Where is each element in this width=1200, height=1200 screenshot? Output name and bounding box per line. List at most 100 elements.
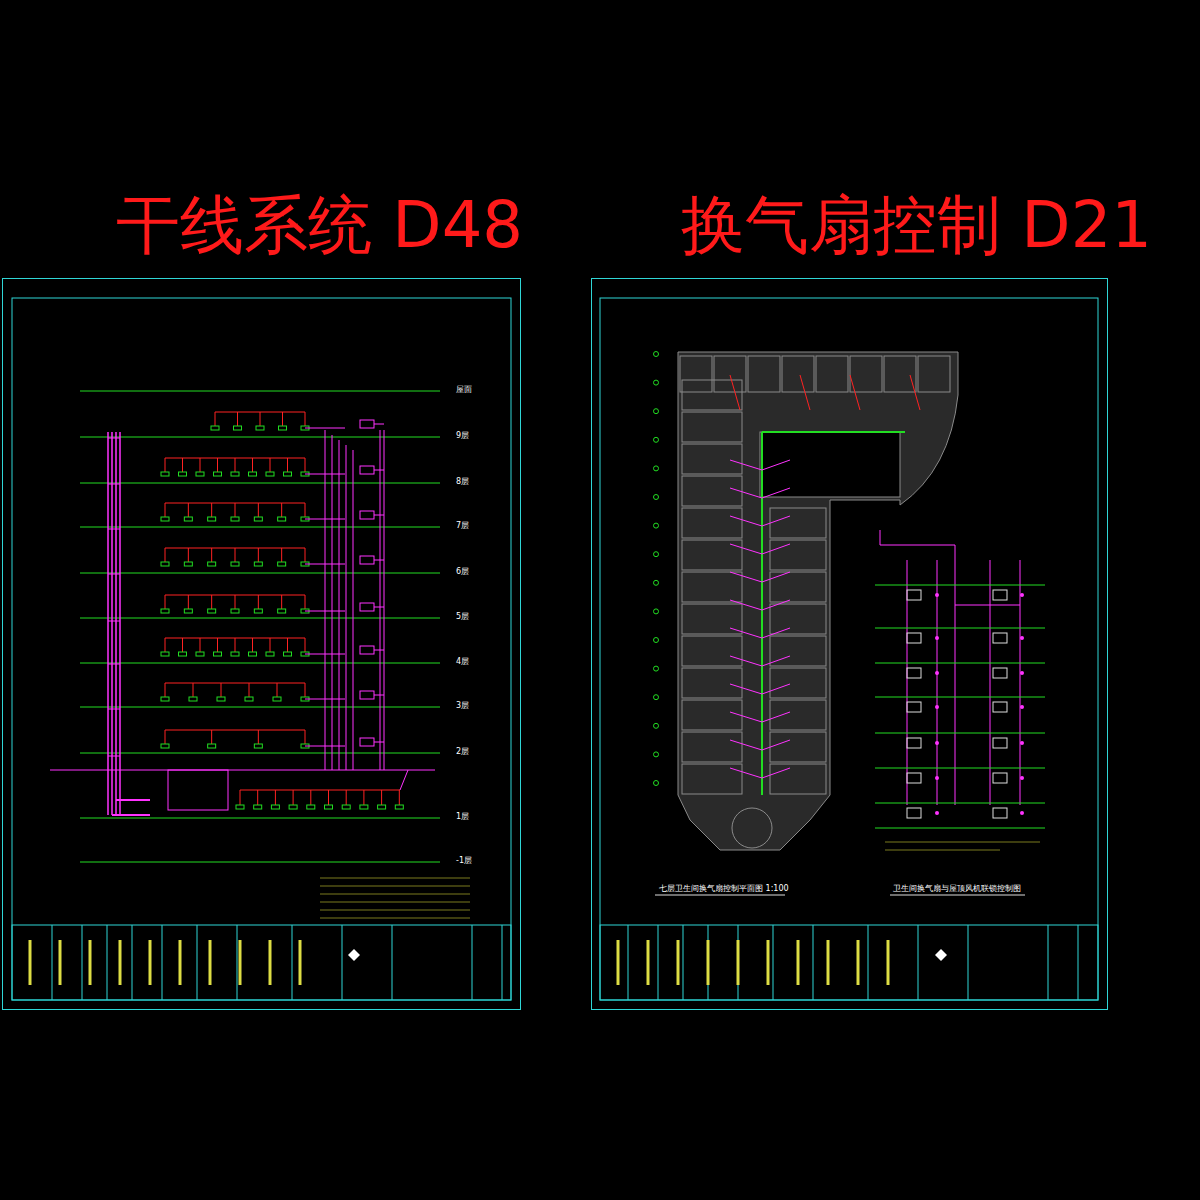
branch-drop xyxy=(260,412,261,426)
room xyxy=(770,540,826,570)
device-symbol xyxy=(231,652,239,656)
floor-line xyxy=(875,663,1045,664)
axis-bubble xyxy=(654,495,659,500)
device-symbol xyxy=(307,805,315,809)
branch-drop xyxy=(221,683,222,697)
title-block-text xyxy=(647,940,650,985)
title-block-divider xyxy=(1078,925,1079,1000)
tap xyxy=(108,438,120,439)
fan-symbol xyxy=(907,773,921,783)
core-area xyxy=(760,432,900,497)
title-block-text xyxy=(29,940,32,985)
fan-wire xyxy=(762,488,790,498)
fan-symbol xyxy=(993,808,1007,818)
note-text-line xyxy=(320,886,470,887)
fan-symbol xyxy=(993,633,1007,643)
junction xyxy=(935,636,939,640)
title-block-text xyxy=(767,940,770,985)
title-block-text xyxy=(179,940,182,985)
branch-drop xyxy=(252,638,253,652)
branch-drop xyxy=(200,638,201,652)
branch-drop xyxy=(305,595,306,609)
floor-line xyxy=(875,697,1045,698)
axis-bubble xyxy=(654,437,659,442)
device-symbol xyxy=(184,517,192,521)
box-symbol xyxy=(168,770,228,810)
floor-line xyxy=(80,437,440,438)
branch-drop xyxy=(310,790,311,805)
branch-drop xyxy=(165,638,166,652)
device-symbol xyxy=(196,472,204,476)
device-symbol xyxy=(234,426,242,430)
logo xyxy=(348,949,360,961)
floor-label: 7层 xyxy=(455,522,470,530)
device-symbol xyxy=(161,697,169,701)
device-symbol xyxy=(189,697,197,701)
floor-label: 3层 xyxy=(455,702,470,710)
fan-wire xyxy=(762,516,790,526)
branch-drop xyxy=(277,683,278,697)
title-block-divider xyxy=(392,925,393,1000)
floor-label: 5层 xyxy=(455,613,470,621)
junction xyxy=(1020,593,1024,597)
axis-bubble xyxy=(654,638,659,643)
floor-line xyxy=(80,862,440,863)
device-symbol xyxy=(161,652,169,656)
axis-bubble xyxy=(654,409,659,414)
device-symbol xyxy=(217,697,225,701)
room xyxy=(816,356,848,392)
fan-symbol xyxy=(907,702,921,712)
floor-line xyxy=(80,527,440,528)
junction xyxy=(1020,671,1024,675)
branch-drop xyxy=(217,458,218,472)
branch-drop xyxy=(363,790,364,805)
panel-symbol xyxy=(360,466,374,474)
device-symbol xyxy=(279,426,287,430)
device-symbol xyxy=(208,517,216,521)
floor-label: 4层 xyxy=(455,658,470,666)
title-block-text xyxy=(209,940,212,985)
title-block-text xyxy=(89,940,92,985)
axis-bubble xyxy=(654,781,659,786)
device-symbol xyxy=(273,697,281,701)
junction xyxy=(935,741,939,745)
branch-drop xyxy=(270,638,271,652)
branch-feed xyxy=(374,515,384,516)
device-symbol xyxy=(161,609,169,613)
device-symbol xyxy=(245,697,253,701)
fan-wire xyxy=(762,684,790,694)
branch-drop xyxy=(235,458,236,472)
device-symbol xyxy=(378,805,386,809)
room xyxy=(682,508,742,538)
fan-symbol xyxy=(993,668,1007,678)
title-block-divider xyxy=(683,925,684,1000)
branch-drop xyxy=(235,503,236,517)
branch-drop xyxy=(399,790,400,805)
branch-drop xyxy=(182,638,183,652)
device-symbol xyxy=(249,472,257,476)
fan-wire xyxy=(730,375,740,410)
device-symbol xyxy=(254,744,262,748)
branch-drop xyxy=(249,683,250,697)
branch-drop xyxy=(235,638,236,652)
floor-line xyxy=(875,733,1045,734)
branch-drop xyxy=(211,548,212,562)
device-symbol xyxy=(284,472,292,476)
fan-symbol xyxy=(993,738,1007,748)
room xyxy=(770,668,826,698)
caption-underline xyxy=(655,895,785,896)
title-block-divider xyxy=(968,925,969,1000)
riser xyxy=(339,440,340,770)
floor-line xyxy=(80,753,440,754)
fan-wire xyxy=(730,544,762,554)
title-block-text xyxy=(119,940,122,985)
title-block-text xyxy=(857,940,860,985)
panel-symbol xyxy=(360,511,374,519)
corridor-trunk xyxy=(761,432,763,795)
title-block-divider xyxy=(197,925,198,1000)
fan-symbol xyxy=(993,702,1007,712)
fan-wire xyxy=(730,516,762,526)
branch-drop xyxy=(293,790,294,805)
note-text-line xyxy=(885,850,1000,851)
fan-symbol xyxy=(993,773,1007,783)
